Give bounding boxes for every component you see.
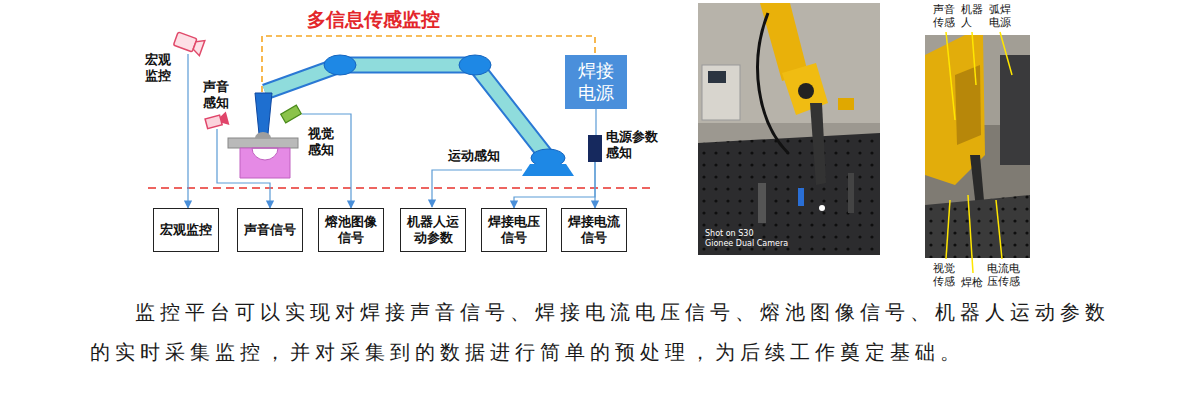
sensor-label: 运动感知 (448, 148, 508, 164)
table (925, 195, 1030, 258)
arm-joint (459, 55, 491, 75)
connector (594, 162, 595, 208)
vision-sensor: 视觉 感知 (280, 106, 302, 122)
sensor-label: 电源参数 感知 (606, 129, 664, 160)
connector (217, 129, 270, 208)
meter-block (588, 135, 602, 162)
arc-spot (819, 205, 825, 211)
signal-box: 宏观监控 (153, 208, 219, 252)
diagram-title: 多信息传感监控 (305, 8, 442, 31)
mic-icon (205, 111, 230, 130)
mic-head (219, 111, 229, 126)
robot-photo (698, 3, 880, 255)
leader-line (968, 195, 973, 273)
watermark: Shot on S30 (705, 229, 805, 239)
robot-photo (925, 35, 1030, 258)
leader-line (996, 200, 1002, 259)
arm-joint (324, 55, 356, 75)
table (698, 133, 880, 255)
photo-ground (698, 3, 880, 255)
caption: 监控平台可以实现对焊接声音信号、焊接电流电压信号、熔池图像信号、机器人运动参数的… (90, 292, 1125, 372)
box-label: 机器人运 动参数 (405, 214, 461, 245)
photo-label: 焊枪 (961, 276, 987, 289)
robot-shade (955, 65, 981, 145)
signal-box: 熔池图像 信号 (318, 208, 384, 252)
photo-label: 机器 人 (961, 3, 987, 29)
photo-label: 电流电 压传感 (987, 262, 1023, 288)
camera-sensor: 宏观 监控 (172, 32, 204, 54)
workpiece (228, 132, 298, 178)
signal-box: 机器人运 动参数 (400, 208, 466, 252)
table-holes (698, 133, 880, 255)
watermark: Gionee Dual Camera (705, 239, 825, 249)
clamp (848, 173, 854, 213)
arm-band (265, 65, 548, 158)
arm-outline (265, 65, 548, 158)
photo-label: 声音 传感 (933, 3, 959, 29)
sound-sensor: 声音 感知 (205, 113, 229, 129)
sensor (798, 188, 804, 206)
signal-box: 焊接电流 信号 (561, 208, 627, 252)
meter-icon (588, 135, 602, 162)
divider-line (148, 187, 652, 189)
signal-box: 焊接电压 信号 (481, 208, 547, 252)
vision-camera (281, 105, 302, 123)
part (838, 98, 854, 110)
camera-icon (172, 32, 204, 54)
robot-base (522, 164, 574, 176)
power-source (1000, 55, 1030, 165)
photo-label: 视觉 传感 (933, 262, 959, 288)
plate (228, 138, 298, 148)
controller (702, 65, 740, 120)
leader-line (946, 200, 950, 259)
power-sensor: 电源参数 感知 (588, 135, 602, 162)
sensor-label: 声音 感知 (203, 79, 231, 110)
controller-screen (708, 71, 726, 83)
weld-bead (255, 132, 271, 138)
photo-label: 弧焊 电源 (989, 3, 1015, 29)
welding-torch (255, 93, 272, 134)
eye-icon (280, 106, 302, 122)
box-label: 焊接 电源 (569, 60, 623, 103)
leader-line (946, 32, 955, 120)
camera-icon (173, 31, 205, 56)
signal-box: 声音信号 (237, 208, 303, 252)
leader-line (972, 32, 976, 85)
leader-line (1000, 32, 1012, 75)
box-label: 声音信号 (242, 222, 298, 238)
connector (187, 54, 188, 208)
box-label: 熔池图像 信号 (323, 214, 379, 245)
connector (514, 162, 595, 208)
cable (758, 13, 788, 153)
mic-body (205, 115, 222, 129)
mic-icon (205, 113, 229, 129)
leader-lines (946, 32, 1012, 273)
camera-lens (192, 38, 205, 56)
photo-ground (925, 35, 1030, 258)
robot-wrist (798, 83, 814, 99)
robot-arm (255, 55, 574, 176)
box-label: 焊接电压 信号 (486, 214, 542, 245)
box-label: 焊接电流 信号 (566, 214, 622, 245)
clamp (758, 183, 766, 223)
fixture (240, 148, 290, 178)
photo-wall (698, 3, 880, 123)
torch (810, 103, 826, 185)
box-label: 宏观监控 (158, 222, 214, 238)
sensor-label: 视觉 感知 (308, 126, 336, 157)
table-holes (925, 195, 1030, 258)
connector (302, 114, 351, 208)
sensor-label: 宏观 监控 (145, 52, 173, 83)
connector (595, 109, 596, 135)
power-supply-box: 焊接 电源 (565, 55, 627, 109)
